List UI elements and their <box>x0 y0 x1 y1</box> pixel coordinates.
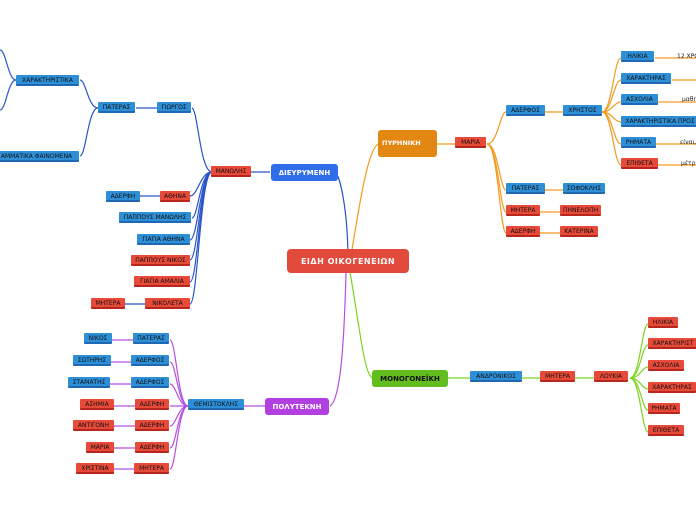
node-pateras-pyr[interactable]: ΠΑΤΕΡΑΣ <box>506 183 545 194</box>
node-sotiris[interactable]: ΣΩΤΗΡΗΣ <box>73 355 111 366</box>
central-topic[interactable]: ΕΙΔΗ ΟΙΚΟΓΕΝΕΙΩΝ <box>287 249 409 273</box>
node-aderfos-poly-2[interactable]: ΑΔΕΡΦΟΣ <box>131 377 169 388</box>
node-nikos[interactable]: ΝΙΚΟΣ <box>84 333 112 344</box>
node-aderfi-diev[interactable]: ΑΔΕΡΦΗ <box>106 191 140 202</box>
value-epitheta-pyr: μέτρι <box>681 160 696 167</box>
node-aderfi-pyr[interactable]: ΑΔΕΡΦΗ <box>506 226 540 237</box>
node-asxolia-pyr[interactable]: ΑΣΧΟΛΙΑ <box>621 94 658 105</box>
node-asimenia[interactable]: ΑΣΗΜΙΑ <box>80 399 114 410</box>
branch-pyr[interactable]: ΠΥΡΗΝΙΚΗ <box>378 130 437 157</box>
node-xaraktiras-pyr[interactable]: ΧΑΡΑΚΤΗΡΑΣ <box>621 73 671 84</box>
node-xristina[interactable]: ΧΡΙΣΤΙΝΑ <box>76 463 114 474</box>
value-ilikia-pyr: 12 ΧΡΟ <box>677 53 696 60</box>
node-ilikia-mono[interactable]: ΗΛΙΚΙΑ <box>648 317 678 328</box>
node-maria-poly[interactable]: ΜΑΡΙΑ <box>86 442 114 453</box>
node-rimata-mono[interactable]: ΡΗΜΑΤΑ <box>648 403 680 414</box>
node-xarakt-mono[interactable]: ΧΑΡΑΚΤΗΡΙΣΤ <box>648 338 696 349</box>
node-maria-pyr[interactable]: ΜΑΡΙΑ <box>455 137 486 148</box>
node-aderfos-pyr[interactable]: ΑΔΕΡΦΟΣ <box>506 105 545 116</box>
node-pappous-manolis[interactable]: ΠΑΠΠΟΥΣ ΜΑΝΩΛΗΣ <box>119 212 191 223</box>
node-mitera-diev[interactable]: ΜΗΤΕΡΑ <box>91 298 125 309</box>
node-manolis[interactable]: ΜΑΝΩΛΗΣ <box>211 166 251 177</box>
node-asxolia-mono[interactable]: ΑΣΧΟΛΙΑ <box>648 360 684 371</box>
node-giagia-amalia[interactable]: ΓΙΑΓΙΑ ΑΜΑΛΙΑ <box>134 276 190 287</box>
node-mitera-poly[interactable]: ΜΗΤΕΡΑ <box>134 463 169 474</box>
node-epitheta-mono[interactable]: ΕΠΙΘΕΤΑ <box>648 425 684 436</box>
node-aderfi-poly-1[interactable]: ΑΔΕΡΦΗ <box>135 399 169 410</box>
node-pappous-nikos[interactable]: ΠΑΠΠΟΥΣ ΝΙΚΟΣ <box>131 255 190 266</box>
node-athina[interactable]: ΑΘΗΝΑ <box>160 191 190 202</box>
node-pateras-poly[interactable]: ΠΑΤΕΡΑΣ <box>133 333 169 344</box>
node-giorgos[interactable]: ΓΙΩΡΓΟΣ <box>157 102 191 113</box>
node-katerina[interactable]: ΚΑΤΕΡΙΝΑ <box>560 226 598 237</box>
node-pinelopi[interactable]: ΠΗΝΕΛΟΠΗ <box>560 205 601 216</box>
node-epitheta-pyr[interactable]: ΕΠΙΘΕΤΑ <box>621 158 658 169</box>
node-xarakt-pros[interactable]: ΧΑΡΑΚΤΗΡΙΣΤΙΚΑ ΠΡΟΣ <box>621 116 696 127</box>
node-nikoleta[interactable]: ΝΙΚΟΛΕΤΑ <box>145 298 190 309</box>
branch-poly[interactable]: ΠΟΛΥΤΕΚΝΗ <box>265 398 329 415</box>
node-giagia-athina[interactable]: ΓΙΑΓΙΑ ΑΘΗΝΑ <box>137 234 190 245</box>
node-loukia[interactable]: ΛΟΥΚΙΑ <box>594 371 628 382</box>
node-xaraktiras-mono[interactable]: ΧΑΡΑΚΤΗΡΑΣ <box>648 382 696 393</box>
node-andronikos[interactable]: ΑΝΔΡΟΝΙΚΟΣ <box>470 371 522 382</box>
node-stamatis[interactable]: ΣΤΑΜΑΤΗΣ <box>68 377 110 388</box>
node-xristos[interactable]: ΧΡΗΣΤΟΣ <box>563 105 602 116</box>
node-aderfos-poly-1[interactable]: ΑΔΕΡΦΟΣ <box>131 355 169 366</box>
branch-mono[interactable]: ΜΟΝΟΓΟΝΕΪΚΗ <box>372 370 448 387</box>
branch-diev[interactable]: ΔΙΕΥΡΥΜΕΝΗ <box>271 164 338 181</box>
node-mitera-pyr[interactable]: ΜΗΤΕΡΑ <box>506 205 540 216</box>
node-aderfi-poly-2[interactable]: ΑΔΕΡΦΗ <box>135 420 169 431</box>
value-rimata-pyr: είναι, <box>680 139 696 146</box>
node-themistoklis[interactable]: ΘΕΜΙΣΤΟΚΛΗΣ <box>188 399 244 410</box>
node-xarakteristika[interactable]: ΧΑΡΑΚΤΗΡΙΣΤΙΚΑ <box>16 75 79 86</box>
value-asxolia-pyr: μαθη <box>682 96 696 103</box>
node-rimata-pyr[interactable]: ΡΗΜΑΤΑ <box>621 137 656 148</box>
branch-pyr-label: ΠΥΡΗΝΙΚΗ <box>382 139 421 147</box>
node-fainomena[interactable]: ΑΜΜΑΤΙΚΑ ΦΑΙΝΟΜΕΝΑ <box>0 151 79 162</box>
node-sofoklis[interactable]: ΣΟΦΟΚΛΗΣ <box>563 183 605 194</box>
node-ilikia-pyr[interactable]: ΗΛΙΚΙΑ <box>621 51 654 62</box>
node-aderfi-poly-3[interactable]: ΑΔΕΡΦΗ <box>135 442 169 453</box>
node-antigoni[interactable]: ΑΝΤΙΓΟΝΗ <box>73 420 114 431</box>
node-mitera-mono[interactable]: ΜΗΤΕΡΑ <box>540 371 575 382</box>
node-pateras[interactable]: ΠΑΤΕΡΑΣ <box>98 102 135 113</box>
